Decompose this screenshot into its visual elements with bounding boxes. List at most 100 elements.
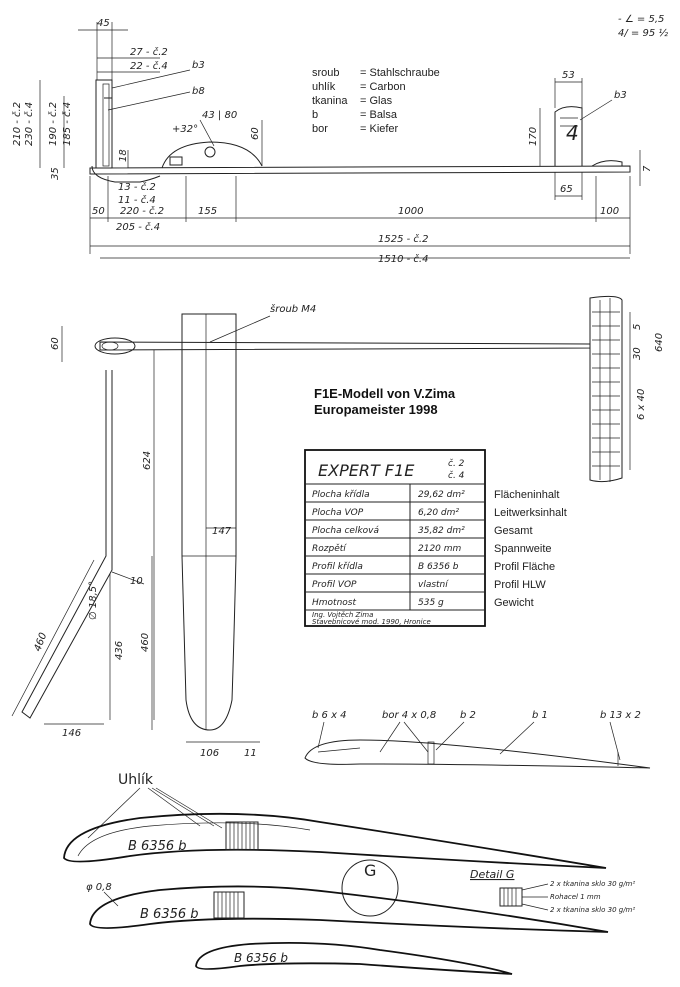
label-bor: bor 4 x 0,8 (382, 710, 436, 721)
plan-nose (94, 337, 136, 355)
profile-label-3: B 6356 b (234, 951, 288, 965)
spec-de-2: Gesamt (494, 525, 533, 537)
label-b3-right: b3 (614, 90, 627, 101)
dim-45: 45 (97, 18, 110, 29)
spec-row-5-label: Profil VOP (312, 580, 357, 590)
label-b1: b 1 (532, 710, 548, 721)
spec-row-4-value: B 6356 b (418, 562, 459, 572)
dim-5: 5 (632, 324, 643, 330)
dim-6x40: 6 x 40 (636, 389, 647, 420)
dim-1000: 1000 (398, 206, 423, 217)
plan-view: šroub M4 60 624 147 10 ∅ 18,5° 460 436 4… (11, 295, 665, 759)
spec-de-4: Profil Fläche (494, 561, 555, 573)
dim-1525: 1525 - č.2 (378, 233, 428, 245)
dim-30: 30 (632, 347, 643, 360)
dim-53: 53 (562, 70, 575, 81)
dim-205: 205 - č.4 (116, 221, 160, 233)
canopy (161, 141, 263, 169)
dim-60-side: 60 (250, 127, 261, 140)
stabilizer (589, 295, 623, 483)
legend-value-4: = Kiefer (360, 123, 399, 135)
dim-13: 13 - č.2 (118, 181, 156, 193)
dim-60-plan: 60 (50, 337, 61, 350)
detail-g-sample (499, 887, 523, 907)
dim-7: 7 (642, 165, 653, 172)
label-b13x2: b 13 x 2 (600, 710, 641, 721)
wing-side-left (21, 370, 113, 719)
dim-angle: ∅ 18,5° (88, 581, 99, 620)
spec-table: EXPERT F1E č. 2 č. 4 Plocha křídla 29,62… (304, 449, 567, 627)
label-b2: b 2 (460, 710, 476, 721)
spec-row-6-value: 535 g (418, 598, 444, 608)
label-dia: φ 0,8 (86, 882, 112, 893)
spec-de-0: Flächeninhalt (494, 489, 559, 501)
spec-title-sub1: č. 2 (448, 458, 465, 469)
dim-147: 147 (212, 526, 232, 537)
svg-text:4: 4 (566, 121, 579, 145)
spec-title-sub2: č. 4 (448, 470, 465, 481)
profile-label-2: B 6356 b (140, 907, 199, 922)
label-b3-left: b3 (192, 60, 205, 71)
legend-value-2: = Glas (360, 95, 393, 107)
spec-row-4-label: Profil křídla (312, 562, 363, 572)
wing-profile-2 (89, 885, 609, 933)
legend-term-4: bor (312, 123, 328, 135)
fuselage-nose (91, 165, 161, 183)
dim-35: 35 (50, 167, 61, 180)
spec-row-3-value: 2120 mm (418, 544, 462, 554)
spec-row-3-label: Rozpětí (312, 543, 347, 554)
dim-460-mid: 460 (140, 633, 151, 652)
dim-11: 11 - č.4 (118, 194, 156, 206)
dim-22: 22 - č.4 (130, 60, 168, 72)
spec-row-5-value: vlastní (418, 580, 449, 590)
dim-190: 190 - č.2 (47, 102, 59, 146)
label-uhlik: Uhlík (118, 772, 154, 788)
label-b6x4: b 6 x 4 (312, 710, 347, 721)
detail-g-circle (341, 859, 399, 917)
dim-18: 18 (118, 149, 129, 162)
wing-planform (181, 313, 237, 731)
legend-value-1: = Carbon (360, 81, 406, 93)
dim-27: 27 - č.2 (130, 46, 168, 58)
detail-g-line-1: 2 x tkanina sklo 30 g/m² (550, 880, 635, 888)
spec-footer-1: Ing. Vojtěch Zima (312, 611, 373, 619)
spec-de-6: Gewicht (494, 597, 534, 609)
profile-label-1: B 6356 b (128, 839, 187, 854)
material-legend: sroub = Stahlschraube uhlík = Carbon tka… (312, 67, 440, 135)
spec-de-1: Leitwerksinhalt (494, 507, 567, 519)
spec-row-6-label: Hmotnost (312, 598, 356, 608)
tail-airfoil (304, 739, 651, 769)
spec-de-3: Spannweite (494, 543, 552, 555)
dim-106: 106 (200, 748, 219, 759)
dim-50: 50 (92, 206, 105, 217)
legend-term-2: tkanina (312, 95, 348, 107)
legend-value-3: = Balsa (360, 109, 398, 121)
corner-note-1: - ∠ = 5,5 (618, 14, 664, 25)
dim-185: 185 - č.4 (61, 102, 73, 146)
wing-profile-3 (195, 941, 513, 975)
dim-1510: 1510 - č.4 (378, 253, 428, 265)
dim-640: 640 (654, 333, 665, 352)
detail-g-title: Detail G (470, 868, 514, 881)
spec-row-0-value: 29,62 dm² (418, 490, 465, 500)
dim-624: 624 (142, 451, 153, 470)
dim-220: 220 - č.2 (120, 205, 164, 217)
dim-43: 43 | 80 (202, 110, 237, 121)
dim-11: 11 (244, 748, 257, 759)
corner-note-2: 4/ = 95 ½ (618, 27, 668, 39)
legend-term-3: b (312, 109, 318, 121)
spec-row-2-value: 35,82 dm² (418, 526, 465, 536)
dim-170: 170 (528, 127, 539, 146)
side-view: 4 45 27 - č.2 22 - č.4 b3 b8 210 - č.2 2… (11, 14, 668, 265)
legend-term-1: uhlík (312, 81, 336, 93)
dim-146: 146 (62, 728, 81, 739)
spec-de-5: Profil HLW (494, 579, 546, 591)
legend-value-0: = Stahlschraube (360, 67, 440, 79)
dim-100: 100 (600, 206, 619, 217)
detail-g-line-2: Rohacel 1 mm (550, 893, 601, 901)
dim-65: 65 (560, 184, 573, 195)
wing-profile-1 (63, 812, 607, 869)
dim-155: 155 (198, 206, 217, 217)
spec-footer-2: Stavebnicové mod. 1990, Hronice (312, 618, 431, 626)
